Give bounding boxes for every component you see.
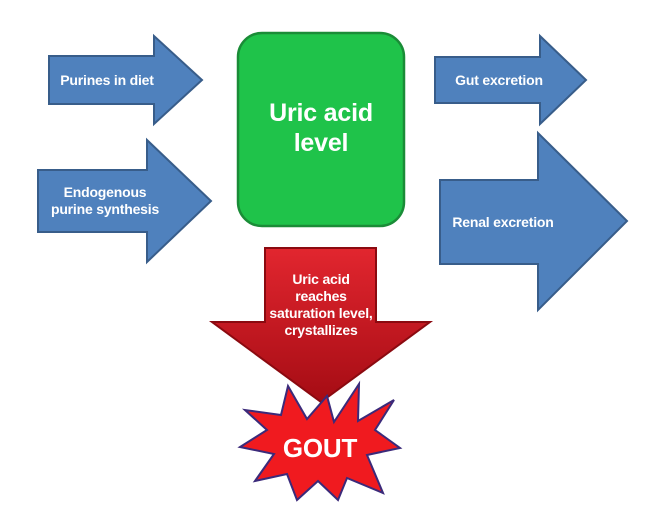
gout-starburst xyxy=(237,380,403,502)
endogenous-synthesis-arrow xyxy=(37,137,213,265)
uric-acid-level-box xyxy=(236,31,406,228)
gout-label: GOUT xyxy=(282,433,358,463)
purines-in-diet-arrow xyxy=(48,33,204,127)
renal-excretion-label: Renal excretion xyxy=(452,213,554,230)
gut-excretion-label: Gut excretion xyxy=(455,71,543,88)
uric-acid-level-label: Uric acid level xyxy=(269,99,373,157)
endogenous-synthesis-label: Endogenous purine synthesis xyxy=(50,184,160,217)
saturation-down-arrow xyxy=(208,247,434,404)
renal-excretion-arrow xyxy=(439,130,629,313)
saturation-label: Uric acid reaches saturation level, crys… xyxy=(269,271,373,338)
purines-in-diet-label: Purines in diet xyxy=(60,71,154,88)
gut-excretion-arrow xyxy=(434,33,588,127)
